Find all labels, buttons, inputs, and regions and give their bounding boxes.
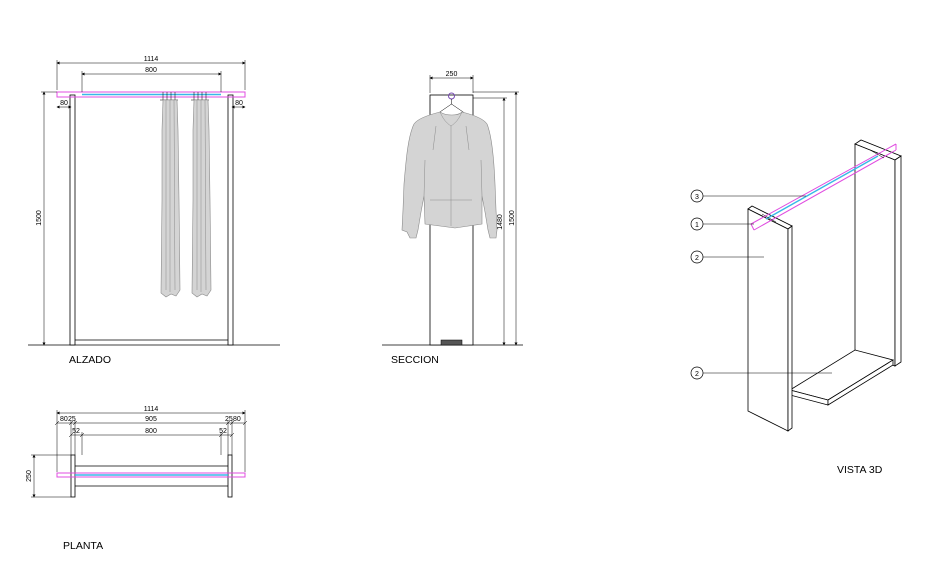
alzado-dim-offsets: 80 80 <box>56 100 246 109</box>
vista3d-back-panel <box>854 139 902 367</box>
vista3d-callout-2-front-number: 2 <box>695 255 699 262</box>
planta-right-post <box>227 454 233 498</box>
alzado-dim-80-right: 80 <box>235 100 243 107</box>
planta-dim-overall: 1114 <box>56 406 246 472</box>
seccion-shirt <box>401 111 498 239</box>
planta-dim-segments: 80 25 905 25 80 <box>54 416 248 455</box>
planta-left-post <box>70 454 76 498</box>
seccion-label: SECCION <box>391 354 439 366</box>
alzado-dim-80-left: 80 <box>60 100 68 107</box>
seccion-base-block <box>440 339 463 346</box>
planta-dim-80-right: 80 <box>233 416 241 423</box>
alzado-label: ALZADO <box>69 354 111 366</box>
vista3d-callout-1: 1 <box>690 217 754 231</box>
seccion-dim-height: 1500 <box>473 91 519 346</box>
vista3d-callout-3-number: 3 <box>695 194 699 201</box>
alzado-dim-rail-width: 800 <box>81 67 222 92</box>
planta-view: 1114 80 25 905 25 80 52 800 52 <box>26 406 248 552</box>
planta-dim-rail: 52 800 52 <box>68 428 235 455</box>
vista3d-label: VISTA 3D <box>837 464 883 476</box>
planta-dim-80-left: 80 <box>60 416 68 423</box>
planta-dim-depth: 250 <box>26 454 71 498</box>
alzado-dim-1114: 1114 <box>144 56 159 63</box>
vista3d-front-panel <box>747 205 793 432</box>
alzado-left-post <box>69 94 76 346</box>
planta-dim-905: 905 <box>145 416 157 423</box>
vista3d-callout-1-number: 1 <box>695 222 699 229</box>
alzado-view: 1114 800 80 80 1500 ALZADO <box>28 56 280 366</box>
alzado-dim-1500: 1500 <box>36 210 43 226</box>
planta-label: PLANTA <box>63 540 103 552</box>
alzado-hangers <box>160 92 209 101</box>
alzado-right-post <box>227 94 234 346</box>
vista3d-rail <box>750 143 897 231</box>
seccion-dim-inner-height: 1480 <box>473 97 507 346</box>
planta-dim-1114: 1114 <box>144 406 159 413</box>
alzado-dim-overall-width: 1114 <box>56 56 246 90</box>
planta-rail <box>56 472 246 478</box>
alzado-garment-right <box>191 99 212 298</box>
alzado-dim-height: 1500 <box>36 91 57 346</box>
alzado-garment-left <box>160 99 181 298</box>
planta-dim-25-right: 25 <box>225 416 233 423</box>
seccion-dim-1480: 1480 <box>497 214 504 230</box>
vista3d-base-shelf <box>788 349 895 406</box>
vista3d-callout-2-front: 2 <box>690 250 764 264</box>
seccion-dim-depth: 250 <box>429 71 474 93</box>
seccion-dim-250: 250 <box>446 71 458 78</box>
planta-dim-52-right: 52 <box>219 428 227 435</box>
vista3d-callout-3: 3 <box>690 189 806 203</box>
planta-dim-52-left: 52 <box>72 428 80 435</box>
alzado-dim-800: 800 <box>145 67 157 74</box>
vista3d-view: 3 1 2 2 VISTA 3D <box>690 139 902 476</box>
alzado-top-rail <box>56 91 246 98</box>
planta-dim-250: 250 <box>26 470 33 482</box>
seccion-view: 250 1480 1500 SECCION <box>382 71 523 366</box>
seccion-dim-1500: 1500 <box>509 210 516 226</box>
planta-dim-800: 800 <box>145 428 157 435</box>
vista3d-callout-2-shelf: 2 <box>690 366 832 380</box>
vista3d-callout-2-shelf-number: 2 <box>695 371 699 378</box>
planta-dim-25-left: 25 <box>68 416 76 423</box>
